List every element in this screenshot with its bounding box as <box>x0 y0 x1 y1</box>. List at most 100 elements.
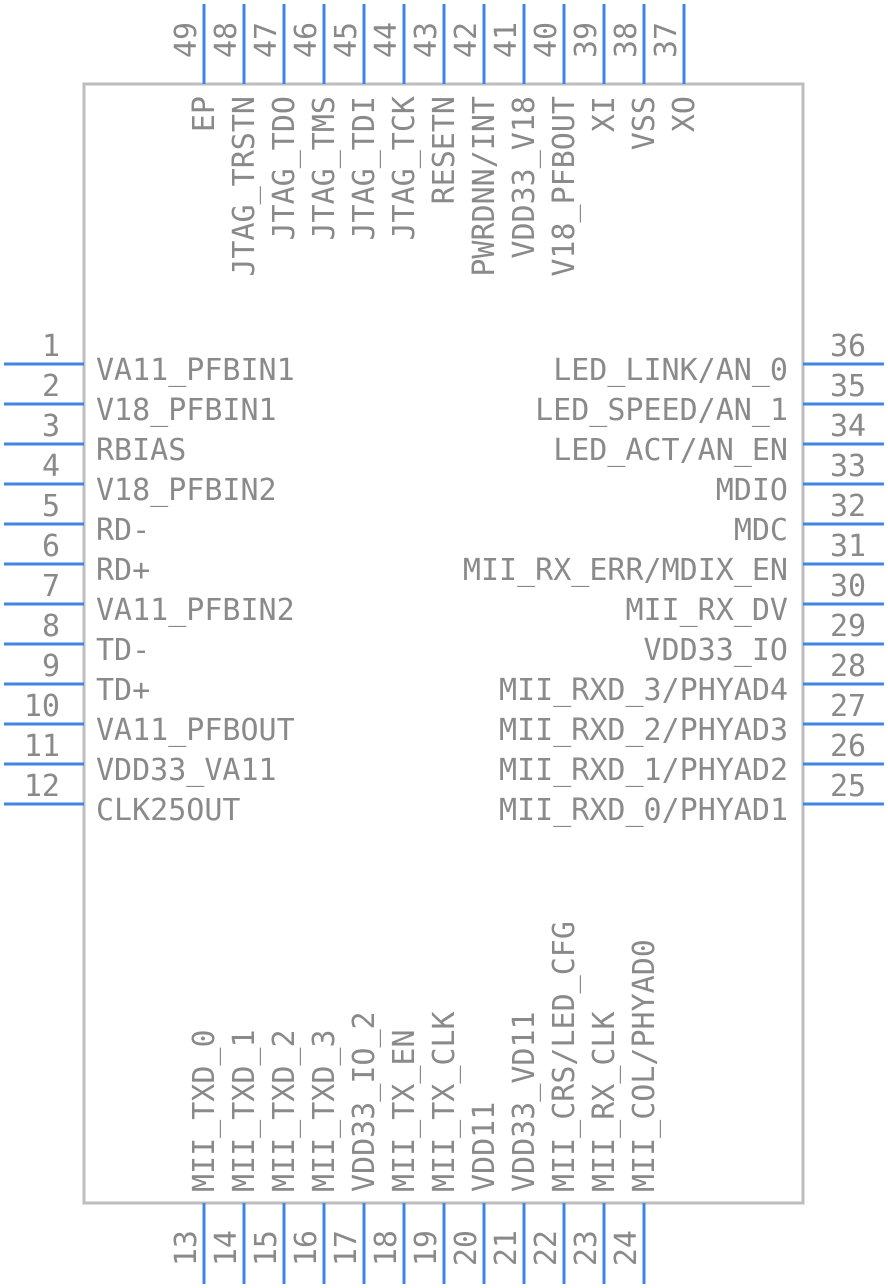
pin-label-21: VDD33_VD11 <box>507 1011 542 1192</box>
pin-number-20: 20 <box>449 1230 484 1266</box>
pin-number-34: 34 <box>830 409 866 444</box>
pin-label-47: JTAG_TDO <box>267 96 302 241</box>
pin-label-44: JTAG_TCK <box>387 96 422 241</box>
pin-label-3: RBIAS <box>96 433 186 468</box>
pin-label-25: MII_RXD_0/PHYAD1 <box>499 793 788 828</box>
pin-number-39: 39 <box>569 22 604 58</box>
pin-number-21: 21 <box>489 1230 524 1266</box>
pin-number-8: 8 <box>42 609 60 644</box>
pin-label-4: V18_PFBIN2 <box>96 473 277 508</box>
pin-number-37: 37 <box>649 22 684 58</box>
ic-body <box>82 82 805 1205</box>
pin-label-17: VDD33_IO_2 <box>347 1011 382 1192</box>
pin-label-45: JTAG_TDI <box>347 96 382 241</box>
pin-label-1: VA11_PFBIN1 <box>96 353 295 388</box>
pin-label-37: XO <box>667 96 702 132</box>
pin-label-36: LED_LINK/AN_0 <box>553 353 788 388</box>
pin-label-29: VDD33_IO <box>644 633 789 668</box>
pin-label-24: MII_COL/PHYAD0 <box>627 939 662 1192</box>
pin-number-17: 17 <box>329 1230 364 1266</box>
pin-label-6: RD+ <box>96 553 150 588</box>
pin-number-12: 12 <box>24 769 60 804</box>
pin-label-35: LED_SPEED/AN_1 <box>535 393 788 428</box>
pin-number-29: 29 <box>830 609 866 644</box>
pin-number-5: 5 <box>42 489 60 524</box>
pin-label-22: MII_CRS/LED_CFG <box>547 921 582 1192</box>
pin-label-14: MII_TXD_1 <box>227 1029 262 1192</box>
pin-number-38: 38 <box>609 22 644 58</box>
pin-number-28: 28 <box>830 649 866 684</box>
pin-number-40: 40 <box>529 22 564 58</box>
pin-number-2: 2 <box>42 369 60 404</box>
pin-label-48: JTAG_TRSTN <box>227 96 262 277</box>
pin-number-7: 7 <box>42 569 60 604</box>
pin-label-12: CLK25OUT <box>96 793 241 828</box>
pin-label-8: TD- <box>96 633 150 668</box>
pin-number-47: 47 <box>249 22 284 58</box>
pin-label-13: MII_TXD_0 <box>187 1029 222 1192</box>
pin-label-19: MII_TX_CLK <box>427 1011 462 1192</box>
pin-label-16: MII_TXD_3 <box>307 1029 342 1192</box>
pin-number-26: 26 <box>830 729 866 764</box>
pin-number-24: 24 <box>609 1230 644 1266</box>
pin-number-31: 31 <box>830 529 866 564</box>
pin-number-41: 41 <box>489 22 524 58</box>
pin-label-5: RD- <box>96 513 150 548</box>
pin-label-41: VDD33_V18 <box>507 96 542 259</box>
pin-number-4: 4 <box>42 449 60 484</box>
pin-number-6: 6 <box>42 529 60 564</box>
pin-number-49: 49 <box>169 22 204 58</box>
pin-number-19: 19 <box>409 1230 444 1266</box>
pin-number-33: 33 <box>830 449 866 484</box>
pin-label-33: MDIO <box>716 473 788 508</box>
pin-number-42: 42 <box>449 22 484 58</box>
pin-number-32: 32 <box>830 489 866 524</box>
pin-number-46: 46 <box>289 22 324 58</box>
pin-label-34: LED_ACT/AN_EN <box>553 433 788 468</box>
pin-number-45: 45 <box>329 22 364 58</box>
pin-label-23: MII_RX_CLK <box>587 1011 622 1192</box>
pin-number-10: 10 <box>24 689 60 724</box>
pin-label-30: MII_RX_DV <box>625 593 788 628</box>
pin-number-27: 27 <box>830 689 866 724</box>
pin-label-9: TD+ <box>96 673 150 708</box>
pin-label-42: PWRDNN/INT <box>467 96 502 277</box>
pin-label-46: JTAG_TMS <box>307 96 342 241</box>
pin-label-40: V18_PFBOUT <box>547 96 582 277</box>
pin-number-9: 9 <box>42 649 60 684</box>
pin-label-39: XI <box>587 96 622 132</box>
pin-label-32: MDC <box>734 513 788 548</box>
pin-number-13: 13 <box>169 1230 204 1266</box>
pin-number-22: 22 <box>529 1230 564 1266</box>
pin-number-1: 1 <box>42 329 60 364</box>
pin-number-23: 23 <box>569 1230 604 1266</box>
pin-number-16: 16 <box>289 1230 324 1266</box>
pin-label-7: VA11_PFBIN2 <box>96 593 295 628</box>
pin-number-36: 36 <box>830 329 866 364</box>
pin-label-15: MII_TXD_2 <box>267 1029 302 1192</box>
pin-label-38: VSS <box>627 96 662 150</box>
pin-label-26: MII_RXD_1/PHYAD2 <box>499 753 788 788</box>
pin-number-18: 18 <box>369 1230 404 1266</box>
pin-label-2: V18_PFBIN1 <box>96 393 277 428</box>
pin-number-11: 11 <box>24 729 60 764</box>
pin-number-25: 25 <box>830 769 866 804</box>
pin-label-31: MII_RX_ERR/MDIX_EN <box>463 553 788 588</box>
pin-number-15: 15 <box>249 1230 284 1266</box>
pin-number-48: 48 <box>209 22 244 58</box>
pin-label-49: EP <box>187 96 222 132</box>
pin-number-30: 30 <box>830 569 866 604</box>
pin-number-35: 35 <box>830 369 866 404</box>
pin-label-27: MII_RXD_2/PHYAD3 <box>499 713 788 748</box>
pin-number-3: 3 <box>42 409 60 444</box>
pin-label-10: VA11_PFBOUT <box>96 713 295 748</box>
pin-label-11: VDD33_VA11 <box>96 753 277 788</box>
pin-number-44: 44 <box>369 22 404 58</box>
pin-label-18: MII_TX_EN <box>387 1029 422 1192</box>
pin-label-28: MII_RXD_3/PHYAD4 <box>499 673 788 708</box>
pin-label-20: VDD11 <box>467 1102 502 1192</box>
pin-number-14: 14 <box>209 1230 244 1266</box>
pin-number-43: 43 <box>409 22 444 58</box>
